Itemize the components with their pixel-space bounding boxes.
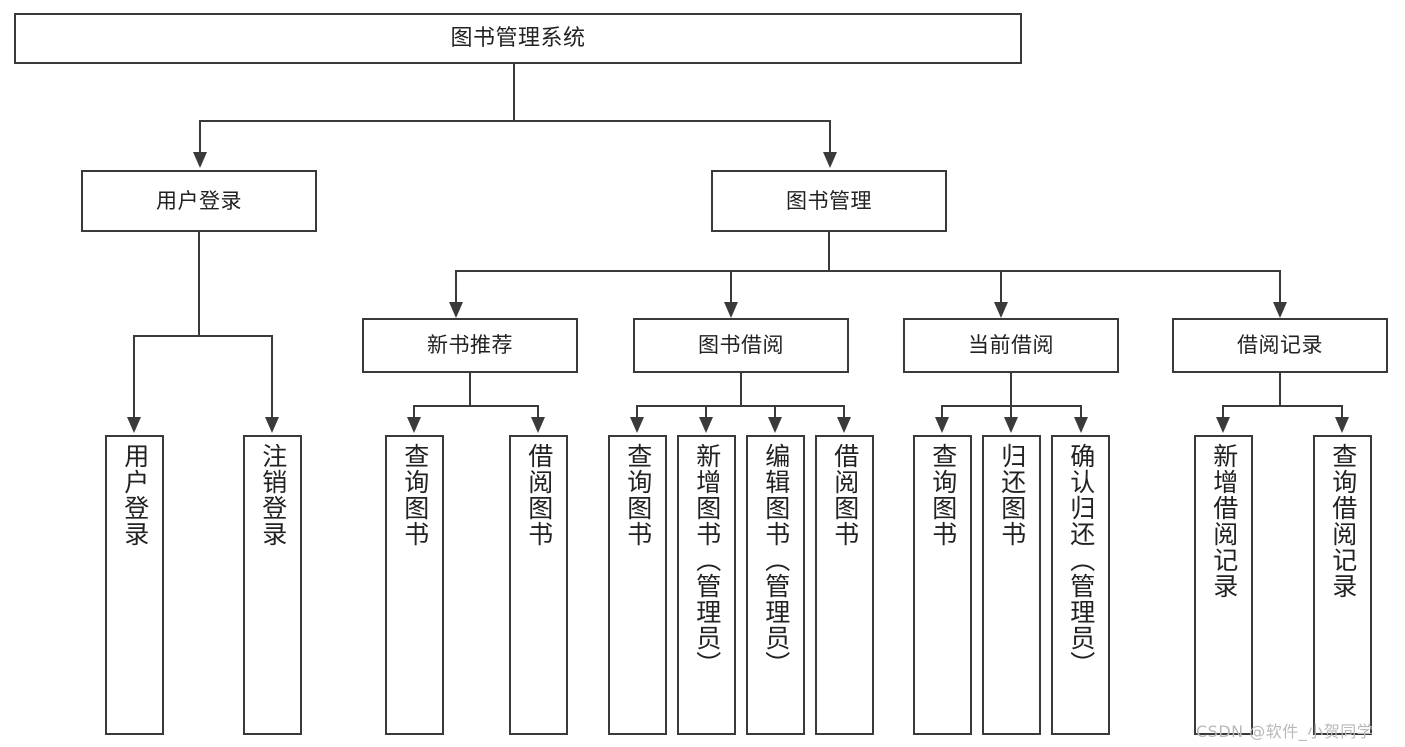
connector-bb-drop-3	[774, 405, 776, 419]
arrow-icon-br-leaf-1	[1216, 417, 1230, 433]
connector-root-bus	[199, 120, 830, 122]
node-label: 借阅记录	[1237, 333, 1323, 358]
arrow-icon-cb-leaf-1	[935, 417, 949, 433]
node-label: 查询图书	[928, 443, 958, 547]
arrow-icon-bb-leaf-2	[699, 417, 713, 433]
leaf-bb-edit-book-admin[interactable]: 编辑图书（管理员）	[746, 435, 805, 735]
connector-br-drop-2	[1341, 405, 1343, 419]
leaf-br-query-record[interactable]: 查询借阅记录	[1313, 435, 1372, 735]
connector-bm-drop-4	[1279, 270, 1281, 304]
leaf-bb-borrow-book[interactable]: 借阅图书	[815, 435, 874, 735]
leaf-bb-add-book-admin[interactable]: 新增图书（管理员）	[677, 435, 736, 735]
node-label: 当前借阅	[968, 333, 1054, 358]
connector-book-management-bus	[455, 270, 1281, 272]
connector-user-login-drop-1	[133, 335, 135, 419]
connector-br-drop-1	[1222, 405, 1224, 419]
leaf-cb-query-book[interactable]: 查询图书	[913, 435, 972, 735]
arrow-icon-bb-leaf-4	[837, 417, 851, 433]
connector-nbr-stem	[469, 373, 471, 405]
node-root-book-management-system[interactable]: 图书管理系统	[14, 13, 1022, 64]
connector-br-bus	[1222, 405, 1341, 407]
node-label: 编辑图书（管理员）	[761, 443, 791, 677]
node-borrow-record[interactable]: 借阅记录	[1172, 318, 1388, 373]
leaf-cb-confirm-return-admin[interactable]: 确认归还（管理员）	[1051, 435, 1110, 735]
node-label: 图书管理系统	[450, 25, 586, 51]
node-label: 新书推荐	[427, 333, 513, 358]
leaf-bb-query-book[interactable]: 查询图书	[608, 435, 667, 735]
node-new-book-recommend[interactable]: 新书推荐	[362, 318, 578, 373]
leaf-br-add-record[interactable]: 新增借阅记录	[1194, 435, 1253, 735]
connector-cb-drop-3	[1080, 405, 1082, 419]
node-book-management[interactable]: 图书管理	[711, 170, 947, 232]
node-label: 注销登录	[258, 443, 288, 547]
connector-user-login-stem	[198, 232, 200, 335]
connector-root-drop-2	[829, 120, 831, 154]
node-label: 新增借阅记录	[1209, 443, 1239, 599]
node-label: 图书管理	[786, 188, 872, 213]
arrow-icon-nbr-leaf-1	[407, 417, 421, 433]
node-label: 用户登录	[156, 188, 242, 213]
node-label: 归还图书	[997, 443, 1027, 547]
leaf-logout[interactable]: 注销登录	[243, 435, 302, 735]
arrow-icon-nbr-leaf-2	[531, 417, 545, 433]
connector-cb-drop-2	[1010, 405, 1012, 419]
connector-bm-drop-3	[1000, 270, 1002, 304]
connector-root-stem	[513, 64, 515, 120]
arrow-icon-to-book-borrow	[724, 302, 738, 318]
arrow-icon-bb-leaf-1	[630, 417, 644, 433]
node-user-login[interactable]: 用户登录	[81, 170, 317, 232]
leaf-nbr-query-book[interactable]: 查询图书	[385, 435, 444, 735]
arrow-icon-to-logout-leaf	[265, 417, 279, 433]
arrow-icon-cb-leaf-3	[1074, 417, 1088, 433]
connector-bb-drop-1	[636, 405, 638, 419]
node-label: 借阅图书	[524, 443, 554, 547]
node-label: 确认归还（管理员）	[1066, 443, 1096, 677]
node-book-borrow[interactable]: 图书借阅	[633, 318, 849, 373]
connector-user-login-drop-2	[271, 335, 273, 419]
arrow-icon-to-new-book-recommend	[449, 302, 463, 318]
connector-cb-stem	[1010, 373, 1012, 405]
connector-bm-drop-1	[455, 270, 457, 304]
arrow-icon-to-current-borrow	[994, 302, 1008, 318]
connector-br-stem	[1279, 373, 1281, 405]
node-label: 新增图书（管理员）	[692, 443, 722, 677]
node-label: 查询图书	[400, 443, 430, 547]
connector-nbr-drop-2	[537, 405, 539, 419]
connector-bb-drop-4	[843, 405, 845, 419]
arrow-icon-to-borrow-record	[1273, 302, 1287, 318]
node-label: 查询图书	[623, 443, 653, 547]
connector-bb-stem	[740, 373, 742, 405]
leaf-nbr-borrow-book[interactable]: 借阅图书	[509, 435, 568, 735]
connector-bb-drop-2	[705, 405, 707, 419]
node-label: 查询借阅记录	[1328, 443, 1358, 599]
leaf-cb-return-book[interactable]: 归还图书	[982, 435, 1041, 735]
connector-cb-drop-1	[941, 405, 943, 419]
connector-bb-bus	[636, 405, 844, 407]
connector-nbr-bus	[413, 405, 537, 407]
leaf-user-login[interactable]: 用户登录	[105, 435, 164, 735]
connector-nbr-drop-1	[413, 405, 415, 419]
arrow-icon-bb-leaf-3	[768, 417, 782, 433]
node-label: 借阅图书	[830, 443, 860, 547]
arrow-icon-to-user-login-leaf	[127, 417, 141, 433]
arrow-icon-root-to-user-login	[193, 152, 207, 168]
connector-bm-drop-2	[730, 270, 732, 304]
node-current-borrow[interactable]: 当前借阅	[903, 318, 1119, 373]
arrow-icon-cb-leaf-2	[1004, 417, 1018, 433]
connector-book-management-stem	[828, 232, 830, 270]
arrow-icon-br-leaf-2	[1335, 417, 1349, 433]
node-label: 图书借阅	[698, 333, 784, 358]
node-label: 用户登录	[120, 443, 150, 547]
connector-user-login-bus	[133, 335, 272, 337]
connector-root-drop-1	[199, 120, 201, 154]
arrow-icon-root-to-book-management	[823, 152, 837, 168]
